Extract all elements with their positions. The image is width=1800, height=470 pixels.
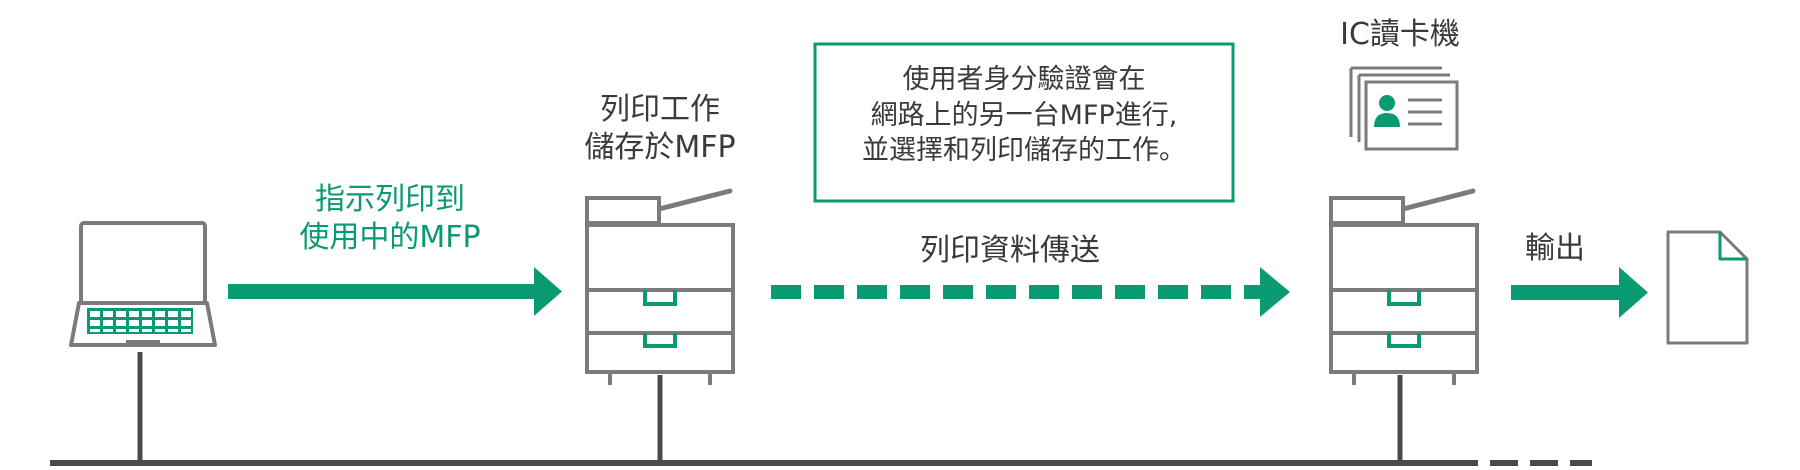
auth-note-text: 使用者身分驗證會在 網路上的另一台MFP進行, 並選擇和列印儲存的工作。 [820, 62, 1228, 169]
send-instruction-label: 指示列印到 使用中的MFP [255, 181, 525, 258]
send-instruction-line-2: 使用中的MFP [299, 220, 481, 256]
card-reader-label: IC讀卡機 [1340, 17, 1460, 52]
auth-note-line-1: 使用者身分驗證會在 [902, 64, 1146, 95]
output-arrow [1511, 267, 1648, 318]
stored-at-mfp-line-1: 列印工作 [600, 92, 720, 127]
stored-at-mfp-label: 列印工作 儲存於MFP [560, 91, 760, 168]
id-card-reader-icon [1349, 66, 1459, 151]
laptop-icon [69, 221, 217, 347]
auth-note-line-3: 並選擇和列印儲存的工作。 [862, 135, 1186, 167]
auth-note-line-2: 網路上的另一台MFP進行, [870, 99, 1178, 131]
stored-at-mfp-line-2: 儲存於MFP [584, 130, 736, 166]
send-instruction-line-1: 指示列印到 [315, 182, 465, 217]
auth-note-box [813, 42, 1235, 203]
mfp-source-printer-icon [585, 188, 735, 385]
mfp-target-printer-icon [1329, 188, 1479, 385]
laptop-keyboard [87, 308, 193, 334]
network-line [50, 352, 1592, 466]
document-icon [1666, 230, 1749, 345]
data-transfer-arrow [771, 267, 1290, 317]
output-label: 輸出 [1525, 231, 1585, 266]
data-transfer-label: 列印資料傳送 [920, 233, 1100, 268]
send-arrow [228, 267, 562, 316]
